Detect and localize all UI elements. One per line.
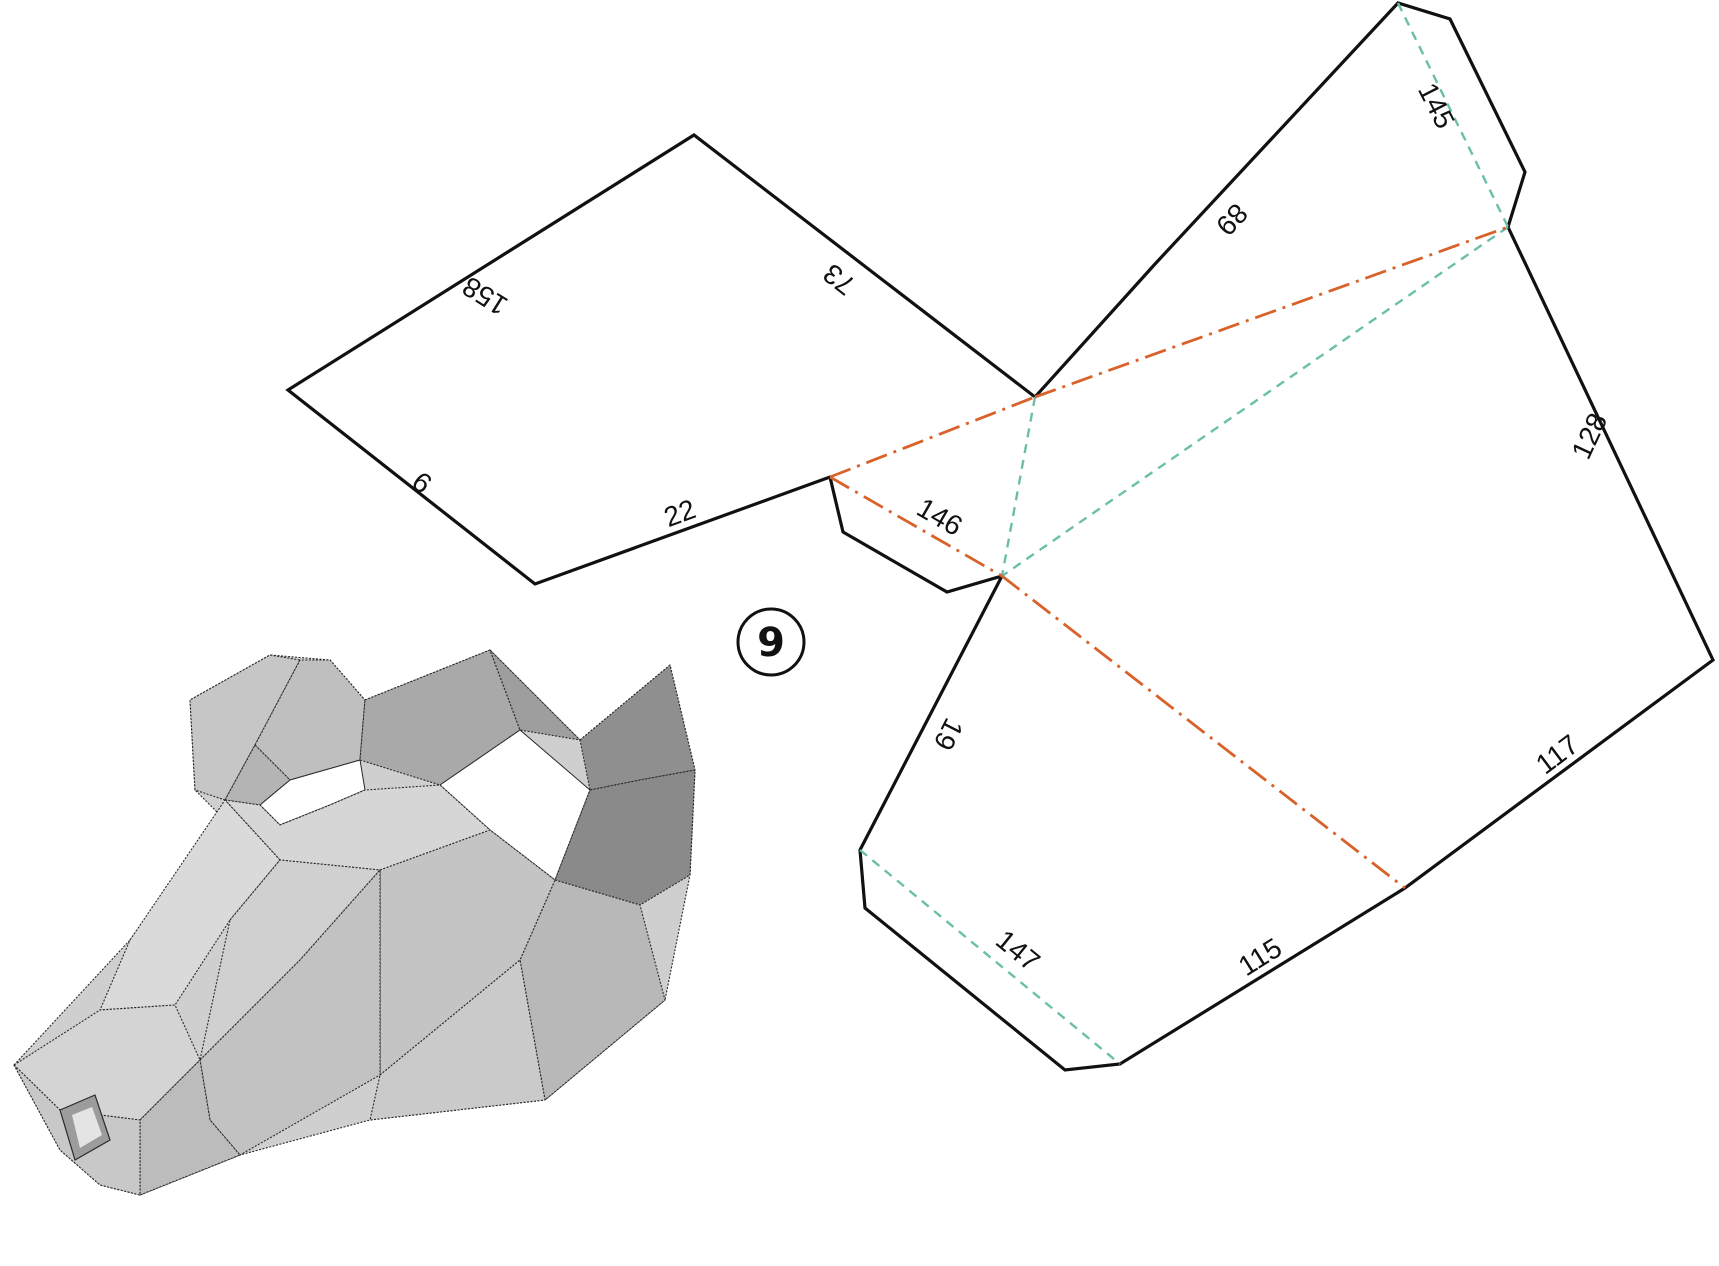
- mask-nostril-inner: [72, 1107, 102, 1148]
- mask-cheek-lower: [369, 959, 546, 1121]
- piece-number: 9: [757, 620, 785, 666]
- mask-brow-left: [359, 649, 521, 786]
- mountain-fold-line: [829, 395, 1036, 479]
- mountain-fold-line: [1001, 574, 1406, 890]
- mountain-fold-line: [829, 475, 1003, 578]
- mountain-fold-line: [1034, 225, 1509, 399]
- fold-lines: [829, 2, 1510, 1065]
- edge-label: 146: [912, 492, 968, 542]
- mask-brow-right: [489, 649, 581, 741]
- cut-pattern: [285, 1, 1716, 1072]
- edge-label: 145: [1412, 78, 1461, 134]
- mask-preview-illustration: [13, 649, 696, 1196]
- edge-label: 9: [406, 465, 437, 499]
- edge-label: 117: [1530, 729, 1584, 781]
- piece-number-circle: [736, 607, 806, 677]
- mask-forehead: [224, 784, 491, 871]
- mask-cheek-right: [519, 879, 666, 1101]
- edge-label: 19: [928, 713, 970, 755]
- edge-label: 89: [1210, 198, 1254, 242]
- mask-snout-side: [199, 869, 381, 1156]
- edge-label: 147: [990, 924, 1046, 977]
- valley-fold-line: [1000, 396, 1037, 577]
- cut-line-left-panel: [285, 1, 1716, 1072]
- edge-label: 73: [817, 258, 861, 302]
- piece-number-badge: 9: [736, 607, 806, 677]
- edge-label: 115: [1233, 932, 1287, 982]
- edge-label: 128: [1565, 408, 1613, 463]
- valley-fold-line: [859, 849, 1121, 1065]
- valley-fold-line: [1001, 226, 1509, 577]
- mask-band-right: [579, 664, 696, 791]
